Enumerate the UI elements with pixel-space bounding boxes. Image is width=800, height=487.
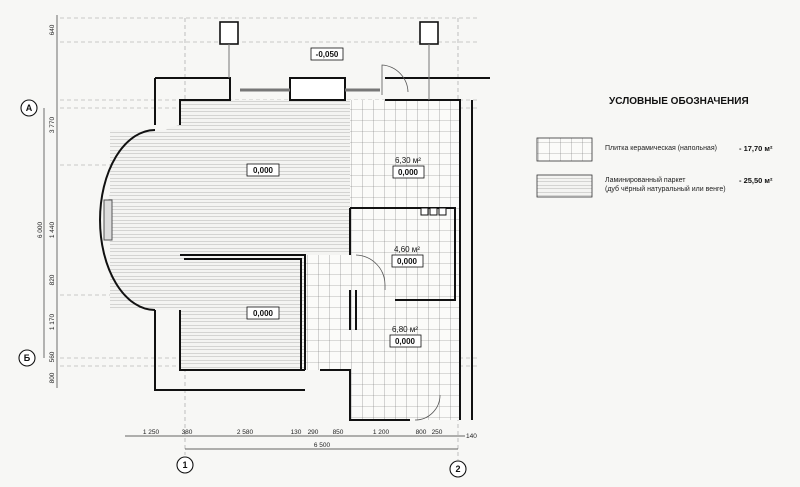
left-dimension-lines (43, 15, 58, 388)
dimension-label: 640 (49, 24, 56, 35)
ventilation-ducts (420, 207, 447, 216)
column-left (219, 21, 239, 45)
bottom-dimensions: 1 250 380 2 580 130 290 850 1 200 800 25… (143, 429, 477, 449)
room-area: 6,80 м² (392, 325, 418, 334)
dimension-total: 6 500 (314, 442, 331, 449)
dimension-label: 250 (432, 429, 443, 436)
dimension-label: 560 (49, 351, 56, 362)
dimension-label: 130 (291, 429, 302, 436)
dimension-total: 6 000 (37, 221, 44, 238)
left-dimensions: 640 3 770 1 440 820 1 170 560 800 6 000 (37, 24, 56, 383)
dimension-label: 1 200 (373, 429, 390, 436)
legend-laminate-label: Ламинированный паркет (605, 177, 686, 184)
dimension-label: 1 440 (49, 221, 56, 238)
legend-title: УСЛОВНЫЕ ОБОЗНАЧЕНИЯ (609, 96, 749, 107)
axis-1-label: 1 (182, 460, 187, 470)
dimension-label: 2 580 (237, 429, 254, 436)
legend-laminate-label-2: (дуб чёрный натуральный или венге) (605, 186, 726, 193)
dimension-label: 290 (308, 429, 319, 436)
axis-a-label: А (26, 103, 33, 113)
dimension-label: 800 (49, 372, 56, 383)
room-level: 0,000 (398, 168, 419, 177)
level-tags: -0,050 0,000 6,30 м² 0,000 4,60 м² 0,000… (246, 47, 425, 348)
laminate-bay-floor (110, 130, 182, 310)
room-level: 0,000 (253, 166, 274, 175)
axis-2-label: 2 (455, 464, 460, 474)
axis-markers (18, 99, 467, 478)
laminate-icon (536, 174, 593, 198)
bathroom-door[interactable] (355, 254, 386, 290)
dimension-label: 140 (466, 433, 477, 440)
legend-laminate-value: - 25,50 м² (739, 176, 773, 185)
room-area: 4,60 м² (394, 245, 420, 254)
dimension-label: 850 (333, 429, 344, 436)
exterior-level: -0,050 (316, 50, 339, 59)
room-level: 0,000 (395, 337, 416, 346)
dimension-label: 1 170 (49, 313, 56, 330)
dimension-label: 1 250 (143, 429, 160, 436)
tile-icon (536, 137, 593, 162)
entrance-door[interactable] (381, 64, 409, 95)
dimension-label: 800 (416, 429, 427, 436)
dimension-label: 380 (182, 429, 193, 436)
axis-b-label: Б (24, 353, 31, 363)
dimension-label: 820 (49, 274, 56, 285)
room-level: 0,000 (397, 257, 418, 266)
dimension-label: 3 770 (49, 116, 56, 133)
bottom-dimension-lines (125, 435, 465, 450)
room-area: 6,30 м² (395, 156, 421, 165)
wall-pier (289, 77, 346, 101)
door[interactable] (414, 394, 441, 421)
legend-tile-label: Плитка керамическая (напольная) (605, 145, 717, 152)
legend-tile-value: - 17,70 м² (739, 144, 773, 153)
column-right (419, 21, 439, 45)
room-level: 0,000 (253, 309, 274, 318)
window (103, 199, 113, 241)
walls (99, 77, 490, 421)
tile-floor-corridor (305, 255, 355, 370)
